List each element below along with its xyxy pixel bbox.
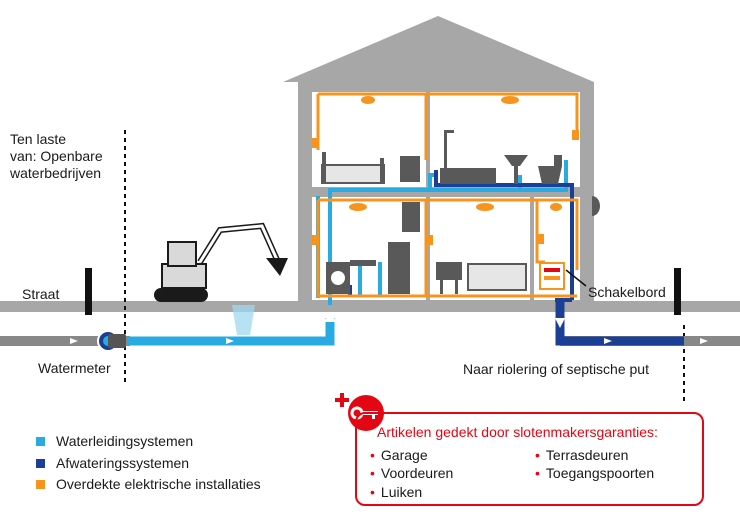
legend-label: Waterleidingsystemen (56, 433, 194, 449)
guarantee-box (355, 412, 704, 506)
guarantee-title: Artikelen gedekt door slotenmakersgarant… (377, 424, 658, 440)
guarantee-item: •Garage (370, 446, 428, 463)
water-arrow-up (324, 312, 336, 322)
street-post-right (674, 268, 681, 315)
legend-swatch-water (36, 436, 45, 446)
flow-arrows (70, 338, 708, 344)
legend-item-water: Waterleidingsystemen (36, 432, 193, 450)
legend-item-drain: Afwateringssystemen (36, 454, 189, 472)
responsibility-label: Ten laste van: Openbare waterbedrijven (10, 131, 103, 181)
drain-pipe (555, 300, 684, 346)
water-meter-label: Watermeter (38, 360, 111, 376)
guarantee-item: •Voordeuren (370, 464, 454, 481)
guarantee-item: •Toegangspoorten (535, 464, 655, 481)
sewer-label: Naar riolering of septische put (463, 361, 649, 377)
lamps (312, 96, 579, 245)
switchboard-label: Schakelbord (588, 284, 666, 300)
water-supply-pipe (128, 318, 335, 346)
legend-label: Afwateringssystemen (56, 455, 190, 471)
guarantee-item: •Terrasdeuren (535, 446, 629, 463)
guarantee-item: •Luiken (370, 483, 423, 500)
legend-item-electric: Overdekte elektrische installaties (36, 475, 261, 493)
legend-label: Overdekte elektrische installaties (56, 476, 261, 492)
outdoor-lamp-icon (592, 196, 600, 216)
furniture (321, 130, 562, 294)
street-pipe-left (0, 336, 130, 346)
ground (0, 301, 740, 312)
switchboard-panel (539, 262, 565, 290)
water-leak-icon (232, 305, 255, 335)
water-meter (97, 330, 126, 352)
legend-swatch-electric (36, 479, 45, 489)
street-label: Straat (22, 286, 60, 302)
legend-swatch-drain (36, 458, 45, 468)
street-post-left (85, 268, 92, 315)
drain-arrow-down (555, 318, 565, 328)
excavator-icon (154, 222, 288, 302)
house-roof (283, 16, 594, 82)
switchboard-pointer (565, 269, 587, 287)
